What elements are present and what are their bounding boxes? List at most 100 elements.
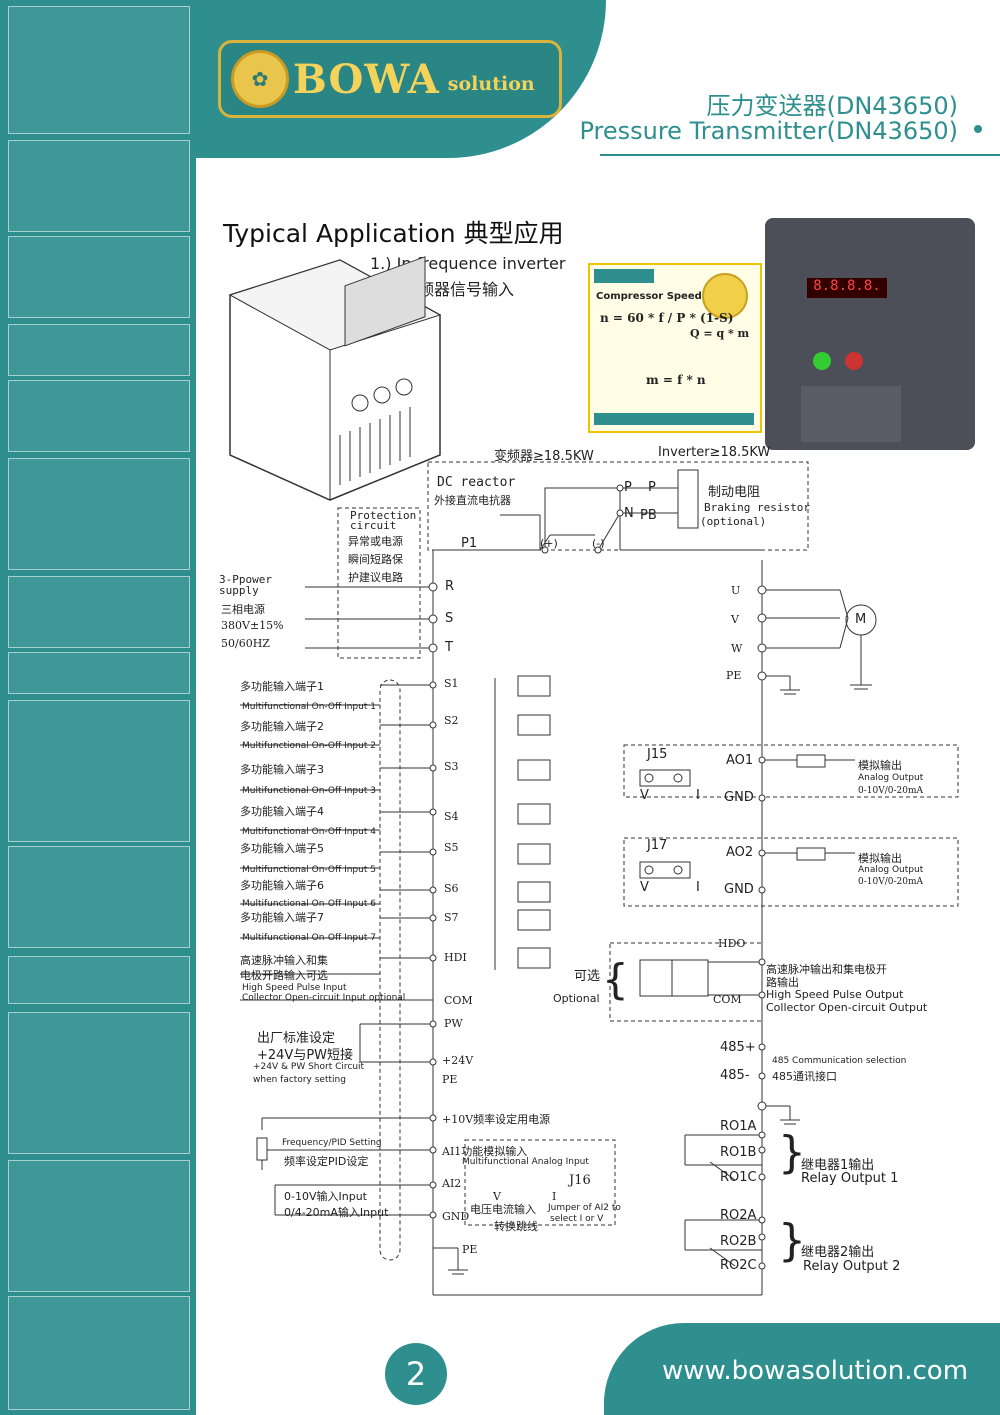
j16-cn-2: 转换跳线 bbox=[494, 1220, 538, 1233]
terminal-s: S bbox=[445, 611, 454, 626]
jumper-j17: J17 bbox=[647, 838, 668, 853]
bowa-logo: ✿ BOWA solution bbox=[218, 40, 562, 118]
terminal-ro1c: RO1C bbox=[720, 1170, 757, 1185]
exploded-unit-image bbox=[8, 700, 190, 842]
input-2-en: Multifunctional On-Off Input 2 bbox=[242, 741, 376, 751]
inverter-photo: 8.8.8.8. bbox=[765, 218, 975, 450]
terminal-ai1: AI1功能模拟输入 bbox=[442, 1145, 528, 1158]
panel-formula-q: Q = q * m bbox=[690, 327, 750, 340]
terminal-com-left: COM bbox=[444, 994, 473, 1007]
label-protection-cn2: 瞬间短路保 bbox=[348, 553, 403, 566]
label-brake-en: Braking resistor bbox=[704, 501, 810, 514]
label-n: N bbox=[624, 506, 634, 521]
subtitle-chinese: 变频器信号输入 bbox=[402, 280, 515, 299]
compressor-speed-panel: Compressor Speed n = 60 * f / P * (1-S) … bbox=[588, 263, 762, 433]
j16-cn-1: 电压电流输入 bbox=[470, 1203, 536, 1216]
relay2-brace: } bbox=[778, 1215, 806, 1266]
freq-setting-en: Frequency/PID Setting bbox=[282, 1138, 382, 1148]
terminal-v: V bbox=[731, 613, 739, 626]
terminal-pe-left: PE bbox=[442, 1073, 458, 1086]
terminal-485-minus: 485- bbox=[720, 1068, 750, 1083]
j16-en-2: select I or V bbox=[550, 1214, 604, 1224]
label-supply-frequency: 50/60HZ bbox=[221, 637, 270, 650]
j16-en-1: Jumper of AI2 to bbox=[548, 1203, 621, 1213]
terminal-s5: S5 bbox=[444, 841, 459, 854]
hdo-cn-2: 路输出 bbox=[766, 976, 799, 989]
ao2-en: Analog Output bbox=[858, 865, 924, 875]
condensing-units-image bbox=[8, 846, 190, 948]
label-protection-cn3: 护建议电路 bbox=[348, 571, 403, 584]
terminal-gnd-ao2: GND bbox=[724, 882, 754, 897]
terminal-hdo: HDO bbox=[718, 937, 746, 950]
label-dc-reactor-en: DC reactor bbox=[437, 475, 516, 490]
terminal-ai2: AI2 bbox=[442, 1177, 462, 1190]
input-1-en: Multifunctional On-Off Input 1 bbox=[242, 702, 376, 712]
hdo-cn-1: 高速脉冲输出和集电极开 bbox=[766, 963, 887, 976]
input-3-cn: 多功能输入端子3 bbox=[240, 763, 324, 776]
ball-valves-image bbox=[8, 380, 190, 452]
terminal-com-right: COM bbox=[713, 993, 742, 1006]
terminal-hdi: HDI bbox=[444, 951, 467, 964]
terminal-10v: +10V频率设定用电源 bbox=[442, 1113, 551, 1126]
panel-title: Compressor Speed bbox=[596, 291, 702, 302]
factory-en-1: +24V & PW Short Circuit bbox=[253, 1062, 365, 1072]
terminal-pe-bottom: PE bbox=[462, 1243, 478, 1256]
input-current: 0/4-20mA输入Input bbox=[284, 1206, 389, 1219]
factory-cn-2: +24V与PW短接 bbox=[257, 1048, 354, 1063]
terminal-ro1a: RO1A bbox=[720, 1119, 757, 1134]
label-inverter-cn: 变频器≥18.5KW bbox=[494, 449, 594, 464]
terminal-s4: S4 bbox=[444, 810, 459, 823]
relay1-cn: 继电器1输出 bbox=[801, 1158, 875, 1173]
relay1-en: Relay Output 1 bbox=[801, 1171, 899, 1186]
compressor-unit-image bbox=[8, 1012, 190, 1154]
terminal-ao1: AO1 bbox=[726, 753, 754, 768]
terminal-gnd-left: GND bbox=[442, 1210, 470, 1223]
label-p1: P1 bbox=[461, 536, 478, 551]
input-4-en: Multifunctional On-Off Input 4 bbox=[242, 827, 376, 837]
label-pb: PB bbox=[640, 508, 657, 523]
footer-band bbox=[604, 1323, 1000, 1415]
terminal-ro2c: RO2C bbox=[720, 1258, 757, 1273]
factory-en-2: when factory setting bbox=[253, 1075, 346, 1085]
heat-exchanger-image bbox=[8, 6, 190, 134]
j16-v: V bbox=[493, 1190, 501, 1203]
input-voltage: 0-10V输入Input bbox=[284, 1190, 367, 1203]
relay1-brace: } bbox=[778, 1127, 806, 1178]
input-7-cn: 多功能输入端子7 bbox=[240, 911, 324, 924]
oil-separator-image bbox=[8, 458, 190, 570]
title-chinese: 压力变送器(DN43650) bbox=[706, 92, 958, 120]
input-6-cn: 多功能输入端子6 bbox=[240, 879, 324, 892]
terminal-gnd-ao1: GND bbox=[724, 790, 754, 805]
page-number: 2 bbox=[385, 1343, 447, 1405]
label-supply-voltage: 380V±15% bbox=[221, 619, 284, 632]
label-brake-cn: 制动电阻 bbox=[708, 485, 761, 500]
hdi-en-1: High Speed Pulse Input bbox=[242, 983, 347, 993]
outdoor-unit-image bbox=[8, 1296, 190, 1410]
hdi-cn-1: 高速脉冲输入和集 bbox=[240, 954, 328, 967]
j15-i: I bbox=[696, 788, 700, 803]
rs485-cn: 485通讯接口 bbox=[772, 1070, 837, 1083]
website-link[interactable]: www.bowasolution.com bbox=[662, 1356, 969, 1386]
stop-button-icon bbox=[845, 352, 863, 370]
receivers-image bbox=[8, 236, 190, 318]
j17-v: V bbox=[640, 880, 649, 895]
freq-setting-cn: 频率设定PID设定 bbox=[284, 1155, 369, 1168]
terminal-ro2b: RO2B bbox=[720, 1234, 757, 1249]
j15-v: V bbox=[640, 788, 649, 803]
input-5-en: Multifunctional On-Off Input 5 bbox=[242, 865, 376, 875]
terminal-pw: PW bbox=[444, 1017, 463, 1030]
inverter-sketch-image bbox=[228, 256, 442, 501]
factory-cn-1: 出厂标准设定 bbox=[257, 1031, 336, 1046]
ao1-cn: 模拟输出 bbox=[858, 759, 902, 772]
panel-seal-icon bbox=[702, 273, 748, 319]
hdi-en-2: Collector Open-circuit Input optional bbox=[242, 993, 406, 1003]
optional-cn: 可选 bbox=[574, 969, 601, 984]
ai1-en: Multifunctional Analog Input bbox=[462, 1157, 589, 1167]
panel-formula-m: m = f * n bbox=[646, 373, 706, 387]
optional-en: Optional bbox=[553, 992, 600, 1005]
hdi-cn-2: 电极开路输入可选 bbox=[240, 969, 328, 982]
brand-suffix: solution bbox=[447, 73, 535, 95]
label-inverter-en: Inverter≥18.5KW bbox=[658, 445, 771, 460]
title-english: Pressure Transmitter(DN43650) bbox=[579, 117, 958, 145]
terminal-s6: S6 bbox=[444, 882, 459, 895]
